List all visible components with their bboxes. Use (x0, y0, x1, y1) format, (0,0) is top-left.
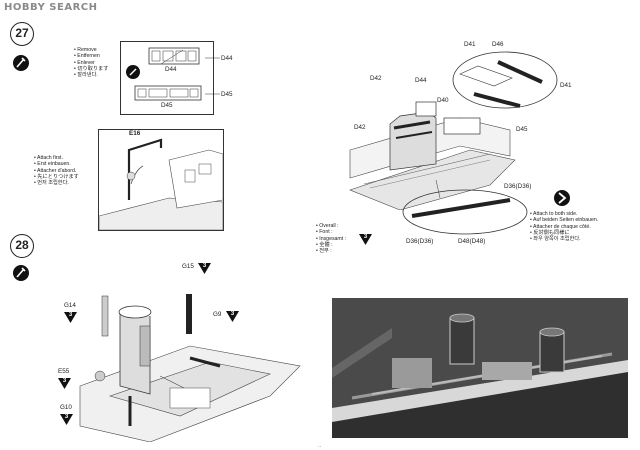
watermark: HOBBY SEARCH (4, 2, 98, 13)
part-label-d41-right: D41 (560, 82, 572, 89)
quantity-badge: 3 (198, 263, 211, 274)
part-label-d45-main: D45 (516, 126, 528, 133)
attach-both-instructions: Attach to both side. Auf beiden Seiten e… (530, 211, 626, 242)
part-label-d42: D42 (370, 75, 382, 82)
part-label-g9: G9 (213, 311, 222, 318)
ship-photo-drawing (332, 298, 628, 438)
instruction-line: Erst einbauen. (34, 161, 94, 167)
remove-instructions: Remove Entfernen Enlever 切り取ります 잘라낸다. (74, 47, 118, 78)
part-label-d44: D44 (165, 66, 177, 73)
part-label-d41: D41 (464, 41, 476, 48)
part-label-d36-top: D36(D36) (504, 183, 532, 190)
symmetric-icon (554, 190, 570, 206)
instruction-line: Attach to both side. (530, 211, 626, 217)
instruction-line: Entfernen (74, 53, 118, 59)
part-label-d46: D46 (492, 41, 504, 48)
instruction-line: Insgesamt : (316, 236, 356, 242)
detail-box-e16: E16 (98, 129, 224, 231)
part-label-d45: D45 (161, 102, 173, 109)
callout-d45: D45 (221, 91, 233, 98)
instruction-line: 全體 : (316, 242, 356, 248)
instruction-line: Overall : (316, 223, 356, 229)
instruction-line: Attacher d'abord. (34, 168, 94, 174)
step-28-number: 28 (10, 234, 34, 258)
instruction-line: 먼저 조립한다. (34, 180, 94, 186)
instruction-line: 反対側も同様に (530, 230, 626, 236)
instruction-line: 切り取ります (74, 66, 118, 72)
zoom-ellipse-bottom (402, 189, 528, 235)
page-marker: ·· (318, 444, 322, 450)
part-label-e16: E16 (129, 130, 141, 137)
instruction-line: 잘라낸다. (74, 72, 118, 78)
instruction-line: Font : (316, 229, 356, 235)
detail-drawing (98, 138, 224, 231)
instruction-line: Auf beiden Seiten einbauen. (530, 217, 626, 223)
part-label-g15: G15 (182, 263, 194, 270)
quantity-badge: 3 (60, 414, 73, 425)
part-label-d44-main: D44 (415, 77, 427, 84)
instruction-line: 先にとりつけます (34, 174, 94, 180)
instruction-line: Attach first. (34, 155, 94, 161)
glue-icon (13, 55, 29, 71)
part-label-d42-lower: D42 (354, 124, 366, 131)
callout-d44: D44 (221, 55, 233, 62)
attach-first-instructions: Attach first. Erst einbauen. Attacher d'… (34, 155, 94, 186)
step-28-assembly-drawing (79, 294, 301, 442)
part-label-d40: D40 (437, 97, 449, 104)
part-label-d48: D48(D48) (458, 238, 486, 245)
callout-lines (205, 57, 220, 95)
instruction-line: Remove (74, 47, 118, 53)
step-27-number: 27 (10, 22, 34, 46)
instruction-line: Attacher de chaque côté. (530, 224, 626, 230)
overall-instructions: Overall : Font : Insgesamt : 全體 : 전부 : (316, 223, 356, 254)
parts-diagram-box: D44 D45 (120, 41, 214, 115)
instruction-line: 전부 : (316, 248, 356, 254)
zoom-ellipse-top (452, 51, 558, 109)
quantity-badge: 3 (64, 312, 77, 323)
glue-icon (13, 265, 29, 281)
instruction-line: 좌우 양쪽이 조립한다. (530, 236, 626, 242)
part-label-e55: E55 (58, 368, 70, 375)
quantity-badge: 3 (58, 378, 71, 389)
part-label-g10: G10 (60, 404, 72, 411)
reference-photo (332, 298, 628, 438)
quantity-badge: 3 (226, 311, 239, 322)
parts-drawing (126, 47, 202, 101)
part-label-d36-bottom: D36(D36) (406, 238, 434, 245)
instruction-line: Enlever (74, 60, 118, 66)
main-assembly-drawing (349, 101, 516, 210)
overall-quantity-badge: 3 (359, 234, 372, 245)
part-label-g14: G14 (64, 302, 76, 309)
